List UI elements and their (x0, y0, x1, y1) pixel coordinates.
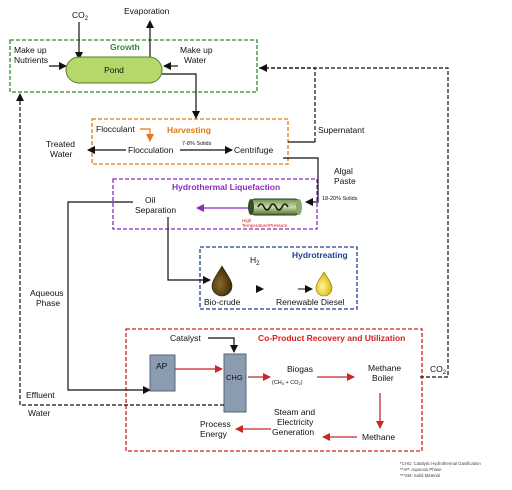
supernatant-label: Supernatant (318, 125, 365, 135)
pond-label: Pond (104, 65, 124, 75)
renewable-diesel-drop-icon (315, 271, 333, 297)
co2-top-label: CO2 (72, 10, 89, 22)
biogas-formula: (CH4 + CO2) (272, 380, 303, 386)
solids-78-label: 7-8% Solids (182, 141, 212, 147)
coproduct-title: Co-Product Recovery and Utilization (258, 333, 405, 343)
pond (65, 56, 163, 84)
renewable-diesel-label: Renewable Diesel (276, 297, 345, 307)
htl-section (112, 178, 318, 230)
methane-label: Methane (362, 432, 395, 442)
oil-to-hydrotreating-arrow (167, 217, 211, 284)
ap-box (149, 354, 176, 392)
co2-recycle-arrow (257, 67, 449, 378)
pond-to-harvest-arrow (162, 73, 200, 119)
co2-right-label: CO2 (430, 364, 447, 376)
growth-title: Growth (110, 42, 140, 52)
chg-label: CHG (226, 373, 243, 382)
flocculant-arrow (140, 128, 154, 142)
evaporation-label: Evaporation (124, 6, 170, 16)
biogas-label: Biogas (287, 364, 313, 374)
biocrude-label: Bio-crude (204, 297, 241, 307)
catalyst-label: Catalyst (170, 333, 201, 343)
algal-paste-arrow (283, 157, 319, 206)
footnote-ap: **AP: Aqueous Phase (400, 467, 442, 472)
ap-label: AP (156, 361, 168, 371)
growth-section (9, 39, 258, 93)
catalyst-arrow (208, 337, 238, 353)
biocrude-drop-icon (211, 265, 233, 297)
aqueous-phase-arrow (67, 201, 151, 394)
hydrotreating-section (199, 246, 358, 310)
centrifuge-label: Centrifuge (234, 145, 273, 155)
h2-label: H2 (250, 255, 260, 267)
htl-reactor-icon (248, 198, 302, 216)
flocculant-label: Flocculant (96, 124, 135, 134)
chg-box (223, 353, 247, 413)
htl-title: Hydrothermal Liquefaction (172, 182, 280, 192)
footnote-chg: *CHG: Catalytic Hydrothermal Gasificatio… (400, 461, 481, 466)
effluent-water-arrow (16, 93, 224, 406)
footnote-sm: ***SM: Solid Material (400, 473, 440, 478)
harvesting-title: Harvesting (167, 125, 211, 135)
flocculation-label: Flocculation (128, 145, 174, 155)
hydrotreating-title: Hydrotreating (292, 250, 348, 260)
solids-1820-label: 18-20% Solids (322, 196, 358, 202)
